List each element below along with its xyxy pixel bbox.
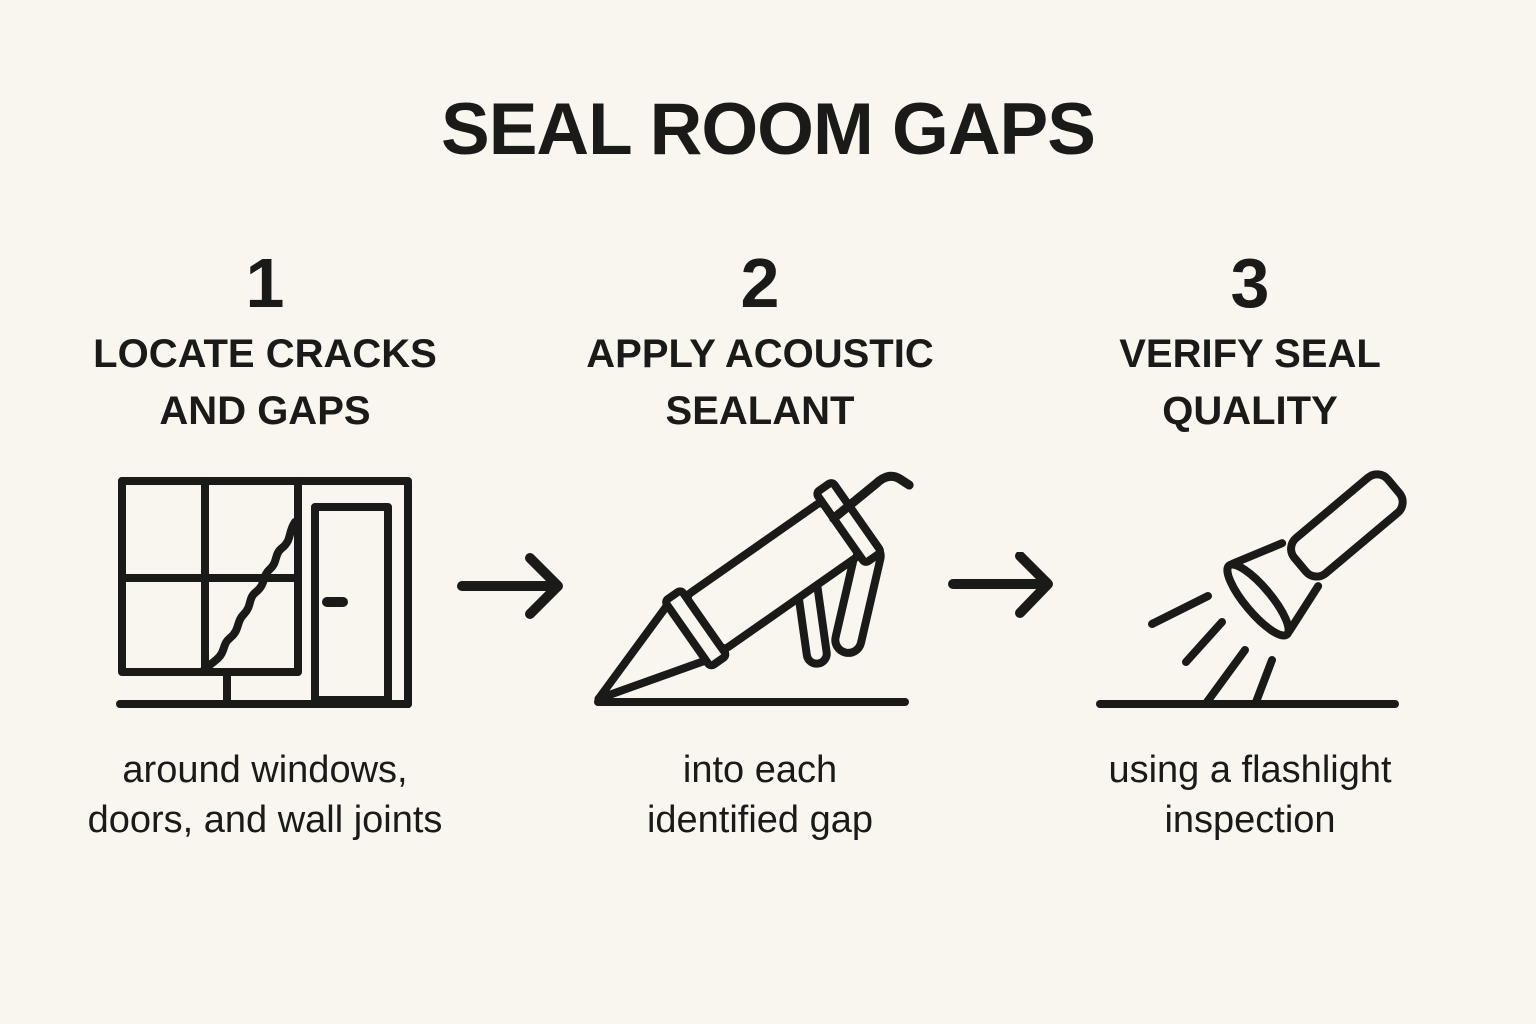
step-1: 1 LOCATE CRACKS AND GAPS around windows,… <box>35 248 495 845</box>
step-1-heading: LOCATE CRACKS AND GAPS <box>93 332 437 433</box>
step-3-heading: VERIFY SEAL QUALITY <box>1119 332 1381 433</box>
step-3-number: 3 <box>1230 244 1270 322</box>
flashlight-icon <box>1096 469 1407 708</box>
caulk-gun-icon <box>594 471 914 706</box>
right-arrow-icon <box>457 553 563 619</box>
page-title: SEAL ROOM GAPS <box>441 89 1096 170</box>
step-2-heading: APPLY ACOUSTIC SEALANT <box>586 332 934 433</box>
step-3: 3 VERIFY SEAL QUALITY using a flashlight… <box>1020 248 1480 845</box>
step-3-caption: using a flashlight inspection <box>1108 748 1392 841</box>
step-2: 2 APPLY ACOUSTIC SEALANT into eac <box>530 248 990 845</box>
step-2-caption: into each identified gap <box>646 748 874 841</box>
window-door-crack-icon <box>116 476 412 708</box>
step-1-caption: around windows, doors, and wall joints <box>87 748 443 841</box>
step-2-number: 2 <box>740 244 780 322</box>
right-arrow-icon <box>948 552 1053 618</box>
step-1-number: 1 <box>245 244 285 322</box>
